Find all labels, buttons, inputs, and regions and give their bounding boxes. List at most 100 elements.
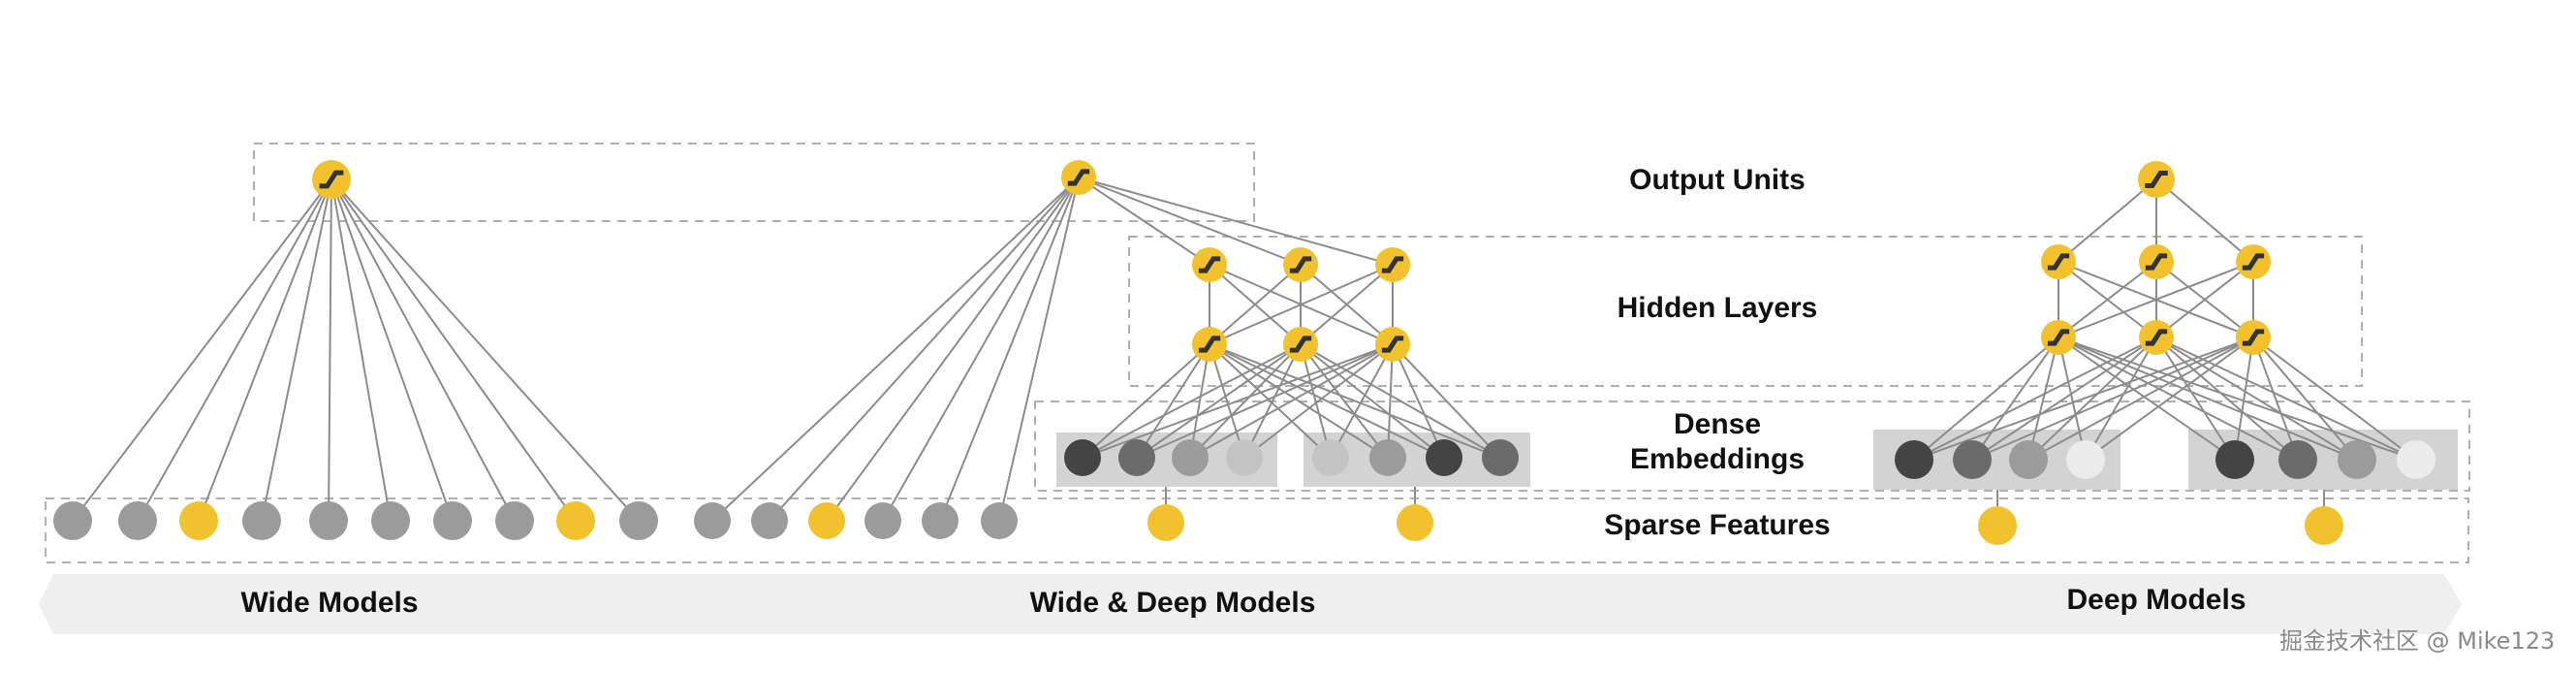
embedding-node (2215, 440, 2254, 479)
edge (1209, 343, 1445, 459)
edge (1209, 343, 1389, 459)
edge (330, 178, 640, 522)
edge (2234, 336, 2254, 461)
sparse-feature-node (981, 502, 1018, 539)
hidden-layers-label: Hidden Layers (1617, 292, 1818, 324)
edge (1243, 343, 1394, 459)
network-nodes (53, 160, 2435, 545)
sparse-feature-node (371, 501, 410, 540)
sparse-feature-node (922, 502, 958, 539)
edge (1971, 336, 2157, 461)
sigmoid-icon (1289, 256, 1312, 273)
edge (1209, 343, 1501, 459)
sparse-feature-node (808, 502, 845, 539)
edge (1300, 264, 1394, 345)
dense-embeddings-label-line1: Dense (1673, 408, 1762, 440)
sparse-feature-node (556, 501, 595, 540)
sigmoid-icon (1381, 256, 1404, 273)
edge (330, 178, 577, 522)
edge (2027, 336, 2059, 461)
sigmoid-icon (2242, 329, 2265, 346)
edge (1913, 336, 2254, 461)
dense-embeddings-label: Dense Embeddings (1524, 407, 1911, 477)
edge (2155, 336, 2358, 461)
sigmoid-icon (1198, 336, 1221, 353)
edge (137, 178, 332, 522)
edge (261, 178, 332, 522)
edge (1082, 343, 1302, 459)
sigmoid-icon (2242, 253, 2265, 271)
edge (769, 176, 1080, 522)
sigmoid-icon (2145, 253, 2168, 271)
hidden-layers-box (1128, 236, 2363, 387)
sparse-features-box (45, 497, 2469, 563)
embedding-node (1953, 440, 1992, 479)
sparse-feature-node (495, 501, 534, 540)
edge (1189, 343, 1210, 459)
edge (711, 176, 1080, 522)
sparse-feature-node (751, 502, 788, 539)
sparse-feature-node (1397, 504, 1433, 541)
edge (1136, 343, 1394, 459)
edge (2027, 336, 2157, 461)
embedding-node (1226, 439, 1263, 476)
sparse-feature-node (1978, 506, 2017, 545)
edge (72, 178, 332, 522)
embedding-node (1482, 439, 1519, 476)
edge (2155, 261, 2254, 338)
edge (939, 176, 1080, 522)
sparse-feature-node (309, 501, 348, 540)
edge (2155, 178, 2254, 263)
sigmoid-icon (2047, 329, 2070, 346)
sparse-feature-node (619, 501, 658, 540)
edge (330, 178, 454, 522)
edge (1189, 343, 1394, 459)
edge (2155, 336, 2417, 461)
edge (2252, 336, 2299, 461)
embedding-node (1312, 439, 1349, 476)
sparse-feature-node (864, 502, 901, 539)
embedding-node (1369, 439, 1406, 476)
edge (2058, 261, 2254, 338)
model-band (39, 574, 2462, 634)
dense-embeddings-box (1034, 401, 2470, 492)
edge (1078, 176, 1302, 266)
sparse-features-label: Sparse Features (1604, 509, 1831, 541)
sparse-feature-node (118, 501, 157, 540)
sigmoid-icon (2145, 329, 2168, 346)
wide-models-label: Wide Models (240, 587, 419, 619)
embedding-node (1895, 440, 1933, 479)
sparse-feature-node (694, 502, 731, 539)
output-units-box (253, 143, 1255, 222)
sparse-feature-node (242, 501, 281, 540)
edge (1189, 343, 1302, 459)
edge (2085, 336, 2157, 461)
sigmoid-icon (2145, 171, 2168, 188)
wide-deep-models-label: Wide & Deep Models (1029, 587, 1316, 619)
edge (1392, 343, 1445, 459)
edge (1913, 336, 2059, 461)
embedding-node (2338, 440, 2376, 479)
edge (2058, 336, 2299, 461)
sigmoid-icon (1067, 169, 1090, 186)
edge (1300, 343, 1389, 459)
edge (2058, 336, 2236, 461)
edge (330, 178, 392, 522)
edge (1330, 343, 1394, 459)
embedding-node (2397, 440, 2435, 479)
watermark: 掘金技术社区 @ Mike123 (2279, 627, 2556, 655)
sigmoid-icon (319, 170, 344, 189)
edge (826, 176, 1080, 522)
edge (1078, 176, 1394, 266)
sigmoid-icon (1198, 256, 1221, 273)
embedding-node (2009, 440, 2048, 479)
output-units-label: Output Units (1629, 164, 1806, 196)
edge (1082, 343, 1394, 459)
edge (2155, 336, 2236, 461)
edge (2058, 178, 2157, 263)
edge (1300, 343, 1332, 459)
edge (1209, 343, 1332, 459)
edge (1209, 343, 1245, 459)
edge (198, 178, 332, 522)
edge (330, 178, 516, 522)
